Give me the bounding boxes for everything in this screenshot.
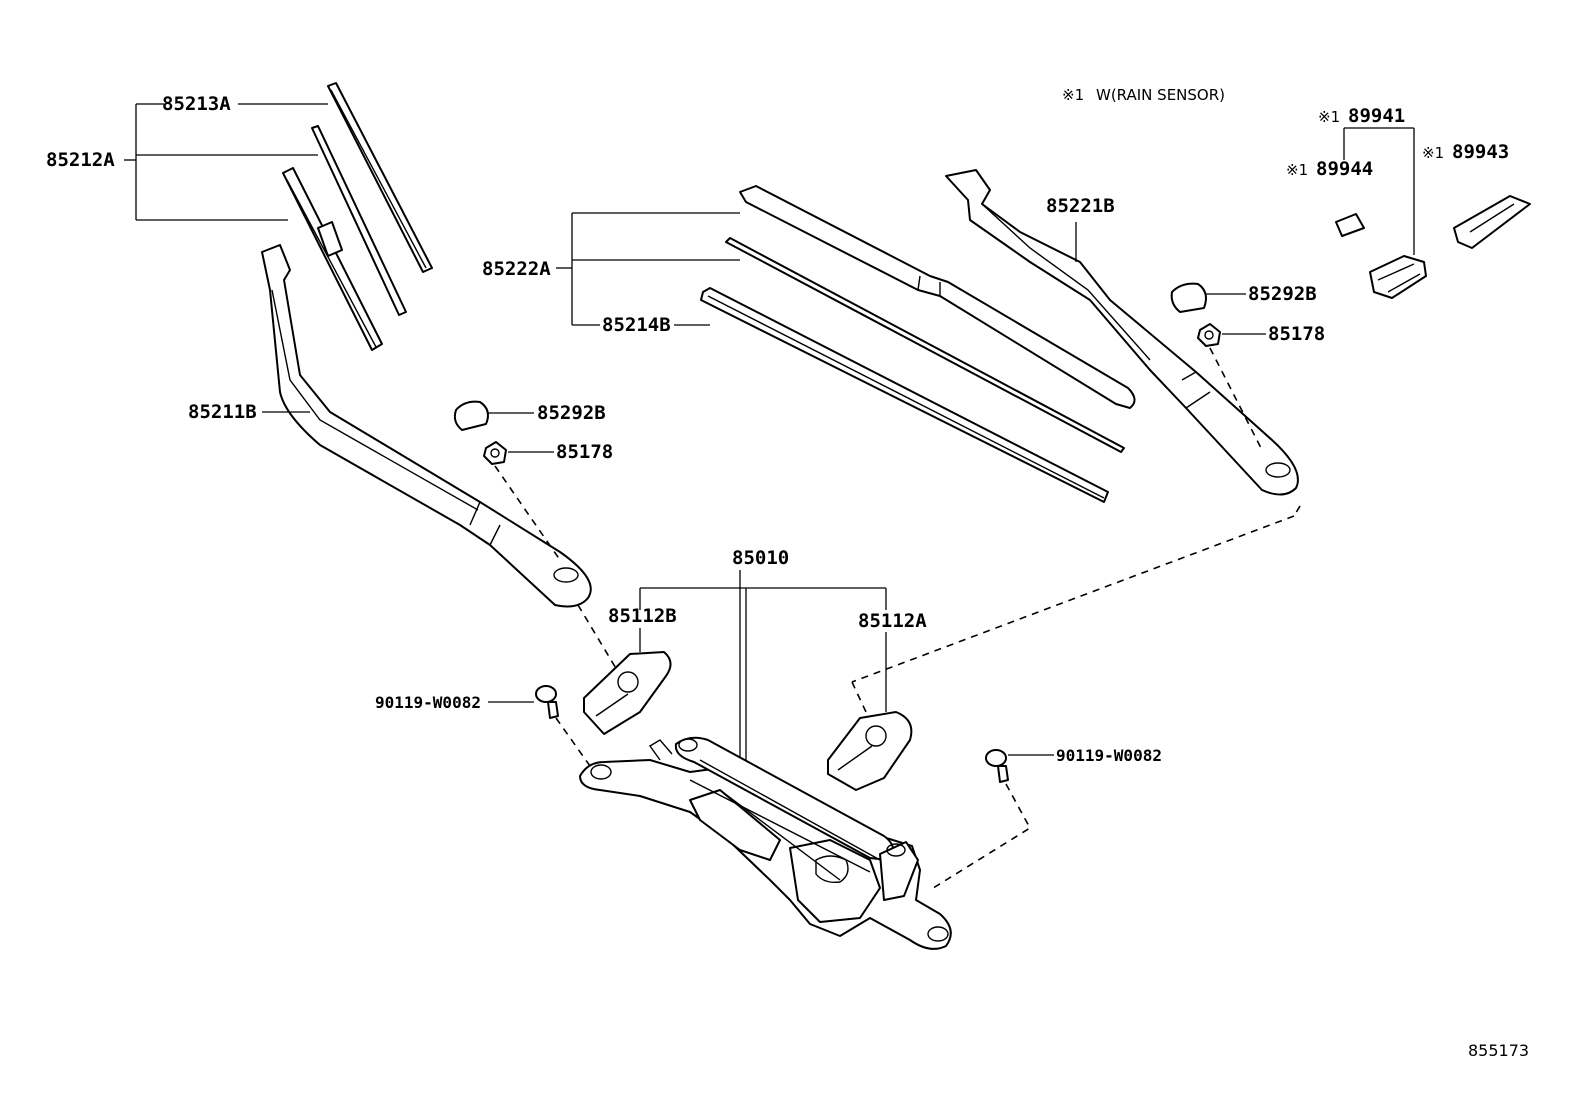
part-85292B-cap-right xyxy=(1170,282,1246,313)
part-85214B-refill xyxy=(700,287,1109,503)
label-85010: 85010 xyxy=(732,547,789,569)
part-85221B-arm xyxy=(945,169,1299,496)
note-rain-sensor: W(RAIN SENSOR) xyxy=(1096,86,1225,104)
part-85213A-refill xyxy=(327,82,433,273)
dash-left-bolt xyxy=(555,717,591,767)
label-85213A: 85213A xyxy=(162,93,231,115)
label-85211B: 85211B xyxy=(188,401,257,423)
label-89943: 89943 xyxy=(1452,141,1509,163)
label-85292B-left: 85292B xyxy=(537,402,606,424)
dash-left-pivot xyxy=(577,604,621,676)
part-85010-linkage xyxy=(579,736,952,950)
ref-mark-89943: ※1 xyxy=(1422,144,1444,162)
leaders-center-blade xyxy=(556,212,740,326)
part-85211B-arm xyxy=(261,244,592,608)
label-85214B: 85214B xyxy=(602,314,671,336)
label-85222A: 85222A xyxy=(482,258,551,280)
part-85112A-cap xyxy=(827,711,913,791)
dash-right-nut xyxy=(1209,347,1263,451)
label-85112A: 85112A xyxy=(858,610,927,632)
dash-right-pivot xyxy=(851,515,1295,683)
part-85292B-cap-left xyxy=(453,400,534,431)
part-85214B-strip-upper xyxy=(725,237,1125,453)
dash-right-bolt xyxy=(929,783,1032,891)
part-85178-nut-right xyxy=(1197,323,1266,347)
dash-right-arm-end xyxy=(1293,505,1301,517)
dash-left-nut xyxy=(494,465,561,561)
part-85222A-blade xyxy=(739,185,1136,409)
leaders-rain-sensor xyxy=(1343,127,1415,255)
diagram-id: 855173 xyxy=(1468,1041,1529,1060)
dash-right-pivot-drop xyxy=(851,681,867,713)
label-85292B-right: 85292B xyxy=(1248,283,1317,305)
part-90119-bolt-left xyxy=(488,685,559,719)
label-85112B: 85112B xyxy=(608,605,677,627)
label-89941: 89941 xyxy=(1348,105,1405,127)
part-89943-cover xyxy=(1453,195,1531,249)
part-89941-sensor xyxy=(1369,255,1427,299)
ref-mark-89944: ※1 xyxy=(1286,161,1308,179)
label-90119-right: 90119-W0082 xyxy=(1056,746,1162,765)
part-89944-pad xyxy=(1335,213,1365,237)
part-85112B-cap xyxy=(583,651,672,735)
part-85212A-strip xyxy=(311,125,407,316)
label-85178-left: 85178 xyxy=(556,441,613,463)
leaders-left-blade xyxy=(124,103,328,221)
leaders-85010 xyxy=(639,570,887,762)
part-85178-nut-left xyxy=(483,441,554,465)
label-89944: 89944 xyxy=(1316,158,1373,180)
label-85221B: 85221B xyxy=(1046,195,1115,217)
part-left-blade xyxy=(282,167,383,351)
label-85212A: 85212A xyxy=(46,149,115,171)
part-90119-bolt-right xyxy=(985,749,1054,783)
ref-mark-89941: ※1 xyxy=(1318,108,1340,126)
label-85178-right: 85178 xyxy=(1268,323,1325,345)
label-90119-left: 90119-W0082 xyxy=(375,693,481,712)
note-mark: ※1 xyxy=(1062,86,1084,104)
